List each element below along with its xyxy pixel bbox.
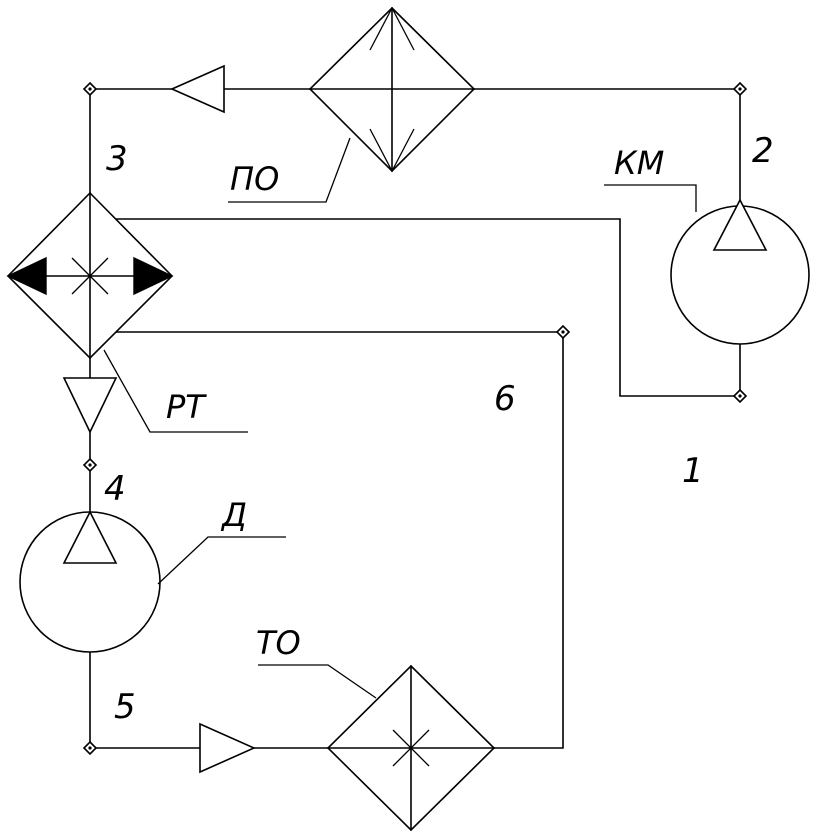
flow-arrows [62,64,256,774]
label-regenerative: РТ [166,388,207,426]
flow-arrow-right-icon [199,722,256,774]
condenser-symbol [308,6,476,173]
flow-arrow-down-icon [62,377,118,434]
leader-heat-exchanger [258,664,377,699]
node-labels: 3 2 6 1 4 5 [104,131,774,727]
junction-node-4 [82,457,98,473]
pipe-node6 [115,331,564,749]
label-condenser: ПО [230,160,279,198]
node-label-4: 4 [104,469,126,509]
label-expander: Д [220,496,247,534]
junction-node-5 [82,740,98,756]
pipe-return-compressor [115,218,741,397]
junction-top-right [732,81,748,97]
node-label-2: 2 [752,131,774,171]
flow-arrow-left-icon [170,64,225,114]
arrow-left-filled-icon [6,256,47,296]
junction-nodes [82,81,748,756]
heat-exchanger-symbol [326,664,496,832]
leader-lines [103,137,697,699]
junction-top-left [82,81,98,97]
node-label-5: 5 [114,687,136,727]
label-heat-exchanger: ТО [256,624,301,662]
leader-regenerative [103,349,248,433]
leader-compressor [604,184,697,212]
node-label-1: 1 [682,451,704,491]
leader-condenser [228,137,351,203]
node-label-6: 6 [494,379,516,419]
junction-node-1 [732,388,748,404]
expander-symbol [19,510,161,653]
regenerative-exchanger-symbol [6,191,174,360]
arrow-right-filled-icon [133,256,174,296]
node-label-3: 3 [106,139,128,179]
component-labels: ПО КМ РТ Д ТО [166,144,664,662]
label-compressor: КМ [614,144,664,182]
junction-node-6 [555,324,571,340]
compressor-symbol [670,198,810,345]
leader-expander [157,536,286,585]
